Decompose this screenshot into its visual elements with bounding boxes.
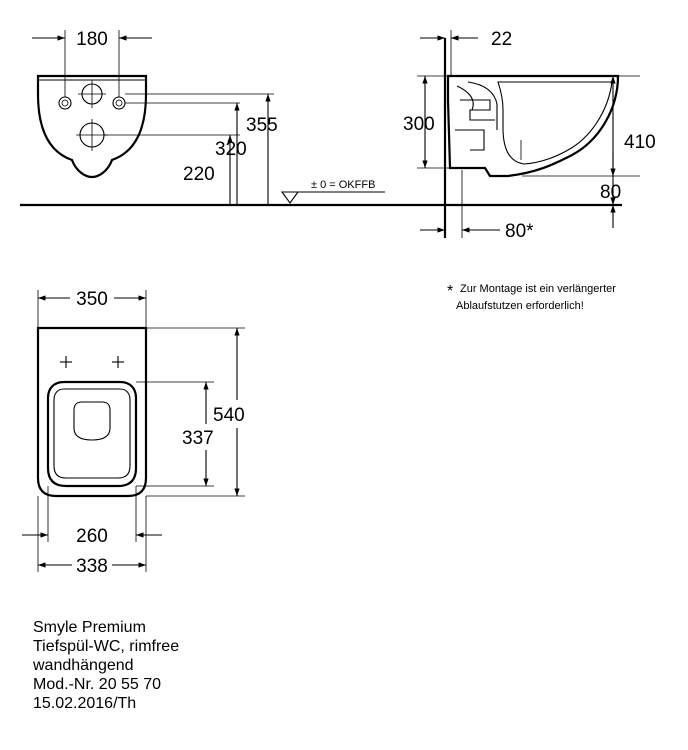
front-height-220-label: 220 (183, 164, 215, 185)
product-info: Smyle Premium Tiefspül-WC, rimfree wandh… (33, 618, 179, 713)
footnote-line-1: Zur Montage ist ein verlängerter (460, 283, 616, 295)
product-mount: wandhängend (33, 657, 134, 674)
footnote-line-2: Ablaufstutzen erforderlich! (456, 300, 584, 312)
top-view: 350 540 337 260 338 (22, 289, 245, 577)
product-type: Tiefspül-WC, rimfree (33, 638, 180, 655)
top-view-outline (36, 326, 148, 498)
footnote: * Zur Montage ist ein verlängerter Ablau… (447, 283, 616, 312)
side-height-80-label: 80 (600, 182, 621, 203)
side-view-outline (446, 74, 620, 178)
side-depth-label: 80* (505, 221, 534, 242)
top-width-350-label: 350 (76, 289, 108, 310)
floor-reference-label: ± 0 = OKFFB (311, 179, 375, 191)
mounting-bolt-hole-left (58, 96, 72, 110)
product-name: Smyle Premium (33, 619, 146, 636)
footnote-marker: * (447, 283, 453, 300)
seat-fixing-left (60, 356, 72, 368)
product-model-number: Mod.-Nr. 20 55 70 (33, 676, 162, 693)
top-length-540-label: 540 (213, 405, 245, 426)
front-view: 180 355 320 220 ± 0 = OKFFB (32, 29, 385, 205)
seat-fixing-right (112, 356, 124, 368)
bowl-opening (73, 401, 111, 441)
side-offset-label: 22 (491, 29, 512, 50)
supply-connection (78, 80, 106, 108)
seat-outline (46, 380, 138, 488)
front-height-320-label: 320 (215, 139, 247, 160)
side-view: 22 300 410 80 80* (403, 29, 656, 242)
top-width-338-label: 338 (76, 556, 108, 577)
mounting-bolt-hole-right (112, 96, 126, 110)
front-height-355-label: 355 (246, 115, 278, 136)
drawing-date: 15.02.2016/Th (33, 695, 137, 712)
top-width-260-label: 260 (76, 526, 108, 547)
top-length-337-label: 337 (182, 428, 214, 449)
side-height-300-label: 300 (403, 114, 435, 135)
front-width-label: 180 (76, 29, 108, 50)
floor-reference-symbol (280, 191, 385, 204)
front-view-outline (36, 74, 148, 179)
side-height-410-label: 410 (624, 132, 656, 153)
drain-connection (76, 119, 108, 151)
